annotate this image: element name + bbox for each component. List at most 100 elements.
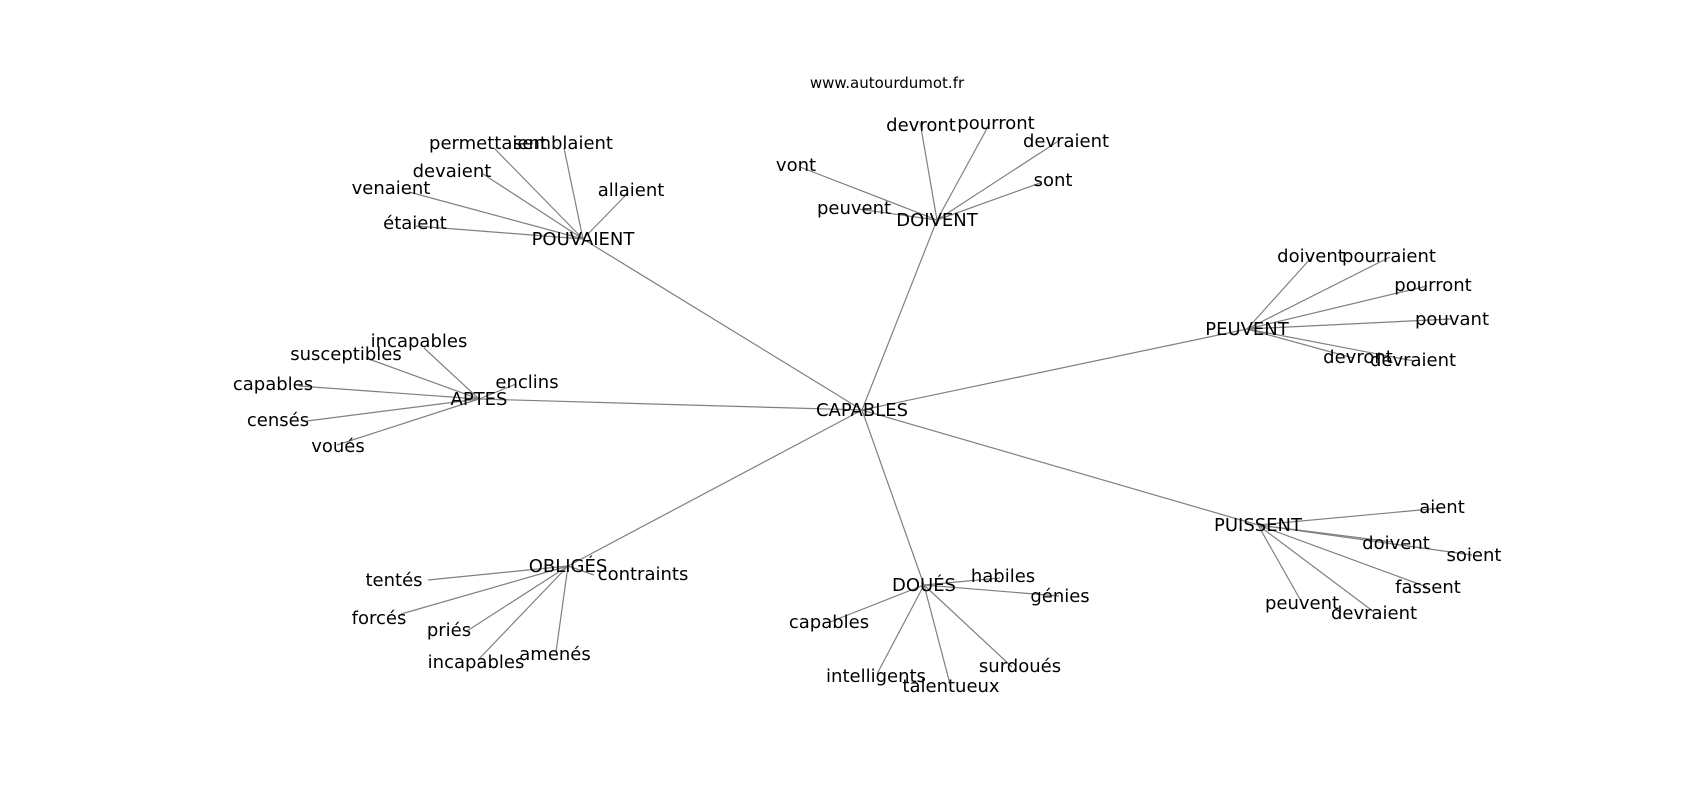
leaf-node-label: capables <box>233 374 313 395</box>
edge-puissent-5 <box>1257 524 1375 613</box>
hub-node-label: PEUVENT <box>1205 319 1290 340</box>
leaf-node-label: sont <box>1034 170 1073 191</box>
edge-obligés-0 <box>567 565 595 576</box>
leaf-node-label: talentueux <box>902 676 1000 697</box>
edge-peuvent-2 <box>1246 285 1428 330</box>
leaf-node-label: allaient <box>598 180 665 201</box>
leaf-node-label: tentés <box>365 570 422 591</box>
leaf-node-label: forcés <box>352 608 407 629</box>
edge-doivent-2 <box>936 139 1061 221</box>
edge-pouvaient-5 <box>415 225 584 240</box>
leaf-node-label: devaient <box>413 161 492 182</box>
leaf-node-label: contraints <box>598 564 689 585</box>
leaf-node-label: doivent <box>1362 533 1430 554</box>
leaf-node-label: priés <box>427 620 471 641</box>
edge-center-doivent <box>861 219 938 411</box>
leaf-node-label: incapables <box>428 652 525 673</box>
edge-puissent-3 <box>1257 524 1428 588</box>
leaf-node-label: censés <box>247 410 309 431</box>
edge-peuvent-3 <box>1246 318 1452 330</box>
leaf-node-label: aient <box>1419 497 1465 518</box>
leaf-node-label: pourraient <box>1342 246 1436 267</box>
edge-obligés-3 <box>466 565 569 632</box>
edge-puissent-4 <box>1257 524 1302 602</box>
leaf-node-label: étaient <box>383 213 447 234</box>
edge-puissent-0 <box>1257 507 1443 526</box>
hub-node-label: PUISSENT <box>1214 515 1303 536</box>
edge-pouvaient-1 <box>563 147 584 240</box>
edge-doivent-1 <box>936 122 991 221</box>
edge-aptes-4 <box>306 398 480 422</box>
leaf-node-label: soient <box>1447 545 1502 566</box>
leaf-node-label: devraient <box>1331 603 1417 624</box>
edge-doivent-4 <box>936 182 1041 221</box>
leaf-node-label: incapables <box>371 331 468 352</box>
edge-doués-4 <box>876 584 925 675</box>
edge-pouvaient-0 <box>493 147 584 240</box>
leaf-node-label: devront <box>886 115 956 136</box>
edge-doivent-5 <box>857 208 938 221</box>
edge-pouvaient-2 <box>482 173 584 240</box>
leaf-node-label: génies <box>1030 586 1089 607</box>
leaf-node-label: peuvent <box>817 198 891 219</box>
edge-obligés-1 <box>427 565 569 581</box>
center-node-label: CAPABLES <box>816 400 908 421</box>
edge-doués-2 <box>829 584 925 623</box>
edge-aptes-5 <box>336 398 480 446</box>
leaf-node-label: devraient <box>1370 350 1456 371</box>
edge-doués-3 <box>923 584 1013 668</box>
hub-node-label: APTES <box>451 389 508 410</box>
leaf-node-label: semblaient <box>513 133 613 154</box>
edge-obligés-5 <box>477 565 569 661</box>
leaf-node-label: habiles <box>971 566 1035 587</box>
leaf-node-label: surdoués <box>979 656 1061 677</box>
edge-aptes-1 <box>365 357 480 400</box>
edge-doivent-3 <box>799 166 938 221</box>
edge-aptes-0 <box>423 347 480 400</box>
edge-aptes-3 <box>478 383 517 400</box>
leaf-node-label: susceptibles <box>290 344 402 365</box>
leaf-node-label: venaient <box>352 178 431 199</box>
leaf-node-label: doivent <box>1277 246 1345 267</box>
leaf-node-label: permettaient <box>429 133 547 154</box>
hub-node-label: POUVAIENT <box>532 229 636 250</box>
edge-center-peuvent <box>861 328 1248 411</box>
source-url: www.autourdumot.fr <box>810 74 965 92</box>
hub-node-label: DOUÉS <box>892 574 956 596</box>
edge-doués-5 <box>923 584 951 685</box>
edge-center-obligés <box>567 409 863 567</box>
edge-doués-0 <box>923 577 1001 586</box>
hub-node-label: OBLIGÉS <box>529 555 608 577</box>
leaf-node-label: pourront <box>1394 275 1471 296</box>
leaf-node-label: enclins <box>495 372 558 393</box>
edge-doivent-0 <box>919 121 938 221</box>
edge-peuvent-5 <box>1246 328 1415 362</box>
leaf-node-label: capables <box>789 612 869 633</box>
leaf-node-label: intelligents <box>826 666 926 687</box>
edge-doués-1 <box>923 584 1060 597</box>
edge-center-puissent <box>861 409 1259 526</box>
edge-center-doués <box>861 409 925 586</box>
edge-pouvaient-4 <box>582 192 629 240</box>
edge-center-pouvaient <box>582 238 863 411</box>
edge-peuvent-1 <box>1246 256 1391 330</box>
leaf-node-label: fassent <box>1395 577 1461 598</box>
edge-peuvent-4 <box>1246 328 1354 359</box>
leaf-node-label: peuvent <box>1265 593 1339 614</box>
leaf-node-label: devraient <box>1023 131 1109 152</box>
leaf-node-label: devront <box>1323 347 1393 368</box>
leaf-node-label: pouvant <box>1415 309 1489 330</box>
edge-aptes-2 <box>298 385 480 400</box>
edge-center-aptes <box>478 398 863 411</box>
leaf-node-label: vont <box>776 155 816 176</box>
edge-peuvent-0 <box>1246 257 1312 330</box>
leaf-node-label: voués <box>311 436 365 457</box>
edges <box>298 121 1473 685</box>
edge-obligés-2 <box>400 565 569 615</box>
leaf-node-label: pourront <box>957 113 1034 134</box>
edge-pouvaient-3 <box>408 191 584 240</box>
hub-node-label: DOIVENT <box>896 210 978 231</box>
edge-obligés-4 <box>555 565 569 653</box>
